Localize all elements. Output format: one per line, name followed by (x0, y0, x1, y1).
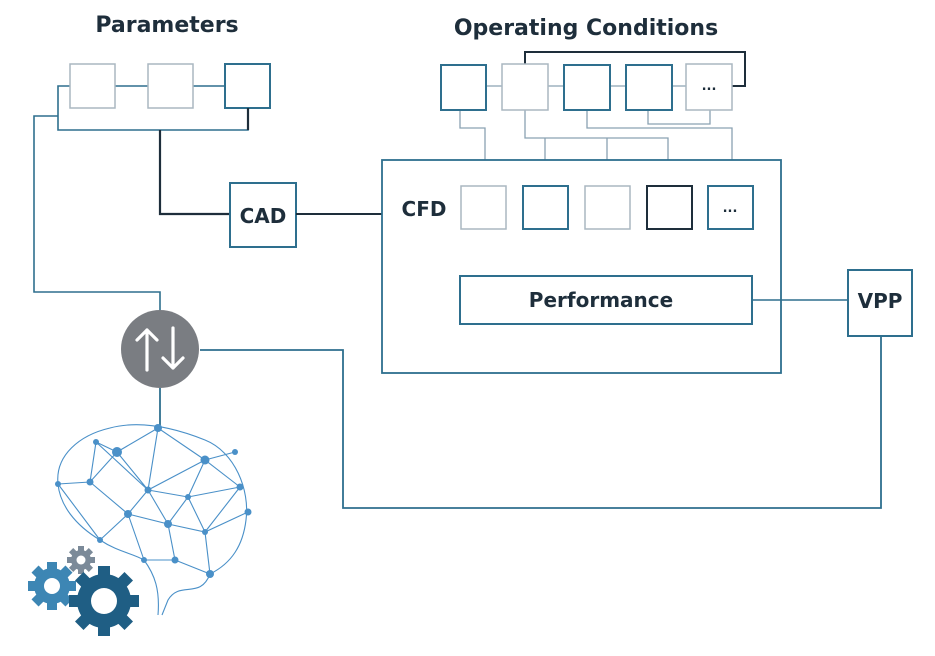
param-box-2[interactable] (147, 63, 194, 109)
operating-conditions-heading: Operating Conditions (454, 16, 718, 41)
oc-box-3[interactable] (563, 64, 611, 111)
vpp-feedback-line (200, 336, 882, 509)
brain-network-icon (55, 424, 252, 616)
cfd-label: CFD (402, 197, 447, 221)
cad-box[interactable] (229, 182, 297, 248)
oc-box-2[interactable] (501, 63, 549, 111)
oc-box-more[interactable] (685, 63, 733, 111)
parameters-group (33, 63, 271, 322)
oc-top-bracket (524, 51, 746, 87)
parameters-heading: Parameters (95, 13, 238, 38)
oc-link-lines (459, 85, 733, 160)
performance-label: Performance (529, 288, 673, 312)
vpp-label: VPP (858, 289, 903, 313)
oc-box-4[interactable] (625, 64, 673, 111)
oc-box-1[interactable] (440, 64, 487, 111)
cfd-box-1[interactable] (460, 185, 507, 230)
param-to-cad-line (158, 108, 250, 216)
cfd-box-more[interactable] (707, 185, 754, 230)
param-bracket-line (33, 85, 249, 322)
param-box-1[interactable] (69, 63, 116, 109)
cfd-box-2[interactable] (522, 185, 569, 230)
gears-icon (28, 546, 139, 636)
operating-conditions-group: ... (440, 51, 746, 160)
cfd-ellipsis: ... (723, 201, 738, 216)
vpp-box[interactable] (847, 269, 913, 337)
performance-box[interactable] (459, 275, 753, 325)
oc-ellipsis: ... (702, 79, 717, 94)
cad-label: CAD (240, 204, 287, 228)
exchange-arrows-icon[interactable] (121, 310, 199, 388)
cfd-box-4[interactable] (646, 185, 693, 230)
param-box-3[interactable] (224, 63, 271, 109)
cfd-box-3[interactable] (584, 185, 631, 230)
